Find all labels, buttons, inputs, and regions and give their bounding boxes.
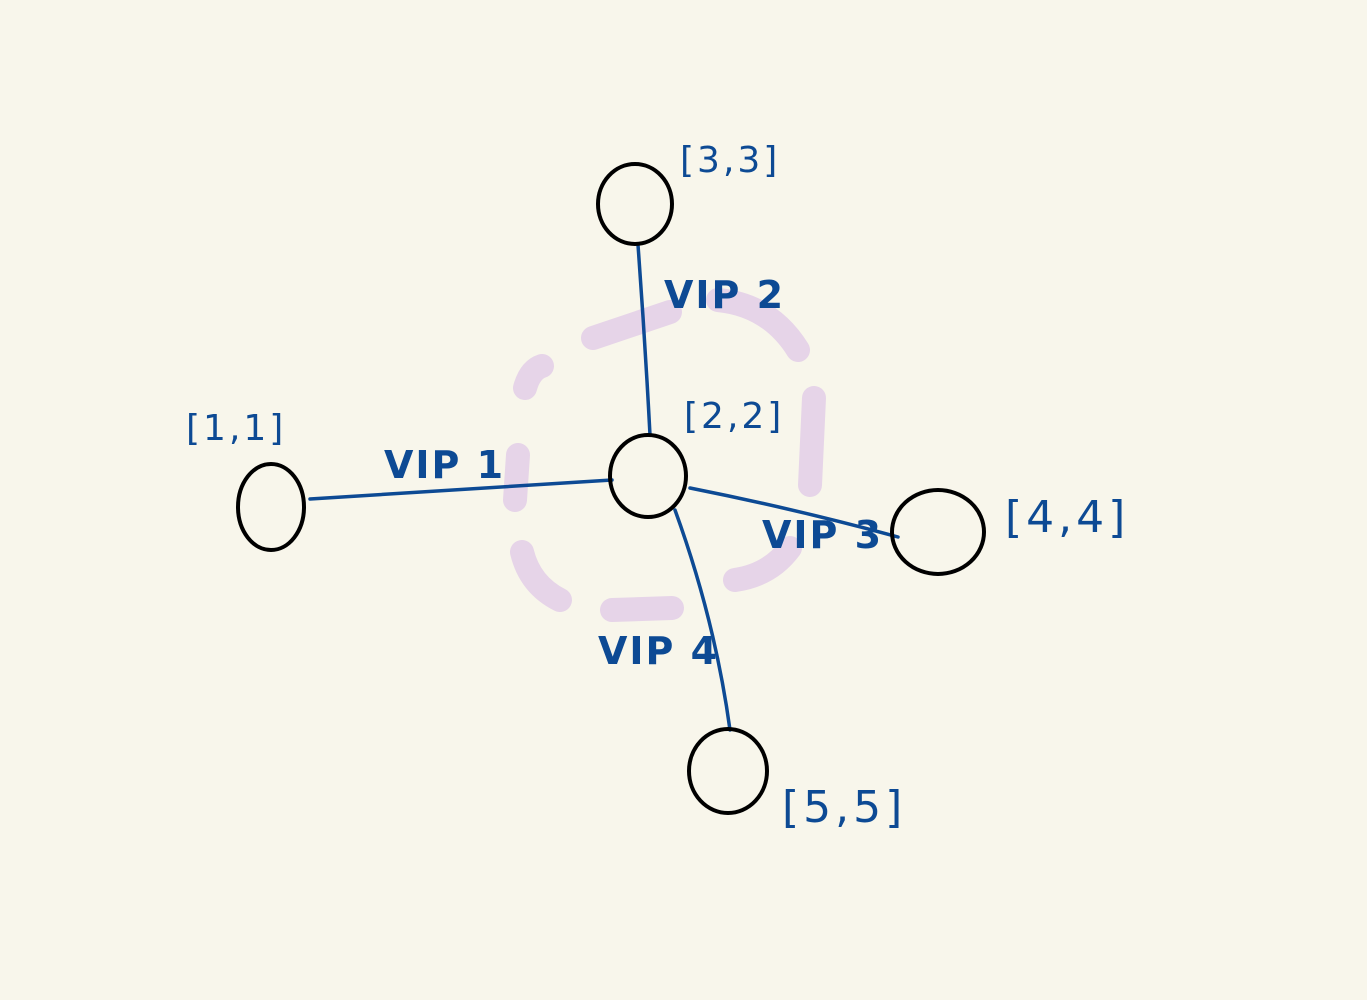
edge-vip3-label: VIP 3 bbox=[762, 513, 883, 557]
ring-dash bbox=[513, 354, 554, 400]
ring-dash bbox=[581, 300, 682, 350]
node-1-label: [1,1] bbox=[186, 408, 286, 449]
edge-vip4-label: VIP 4 bbox=[598, 629, 719, 673]
node-5-label: [5,5] bbox=[782, 782, 906, 833]
ring-dash bbox=[723, 536, 802, 592]
edge-vip4 bbox=[673, 508, 732, 732]
highlight-ring bbox=[503, 288, 826, 622]
edge-vip2-label: VIP 2 bbox=[664, 273, 785, 317]
node-4-label: [4,4] bbox=[1005, 492, 1129, 543]
nodes bbox=[236, 162, 986, 815]
node-5 bbox=[687, 727, 769, 815]
ring-dash bbox=[600, 596, 684, 622]
node-3-label: [3,3] bbox=[680, 140, 780, 181]
ring-dash bbox=[798, 386, 826, 497]
node-3 bbox=[596, 162, 674, 246]
edge-vip3 bbox=[688, 486, 900, 539]
edges bbox=[308, 243, 900, 732]
ring-dash bbox=[706, 288, 810, 362]
node-2-label: [2,2] bbox=[684, 396, 784, 437]
edge-vip1-label: VIP 1 bbox=[384, 443, 505, 487]
node-2 bbox=[608, 433, 688, 519]
node-4 bbox=[890, 488, 986, 576]
node-1 bbox=[236, 462, 306, 552]
edge-vip2 bbox=[636, 243, 652, 437]
node-labels: [1,1] [2,2] [3,3] [4,4] [5,5] bbox=[186, 140, 1129, 833]
ring-dash bbox=[510, 540, 572, 612]
edge-labels: VIP 1 VIP 2 VIP 3 VIP 4 bbox=[384, 273, 883, 673]
edge-vip1 bbox=[308, 478, 614, 501]
ring-dash bbox=[503, 443, 530, 512]
